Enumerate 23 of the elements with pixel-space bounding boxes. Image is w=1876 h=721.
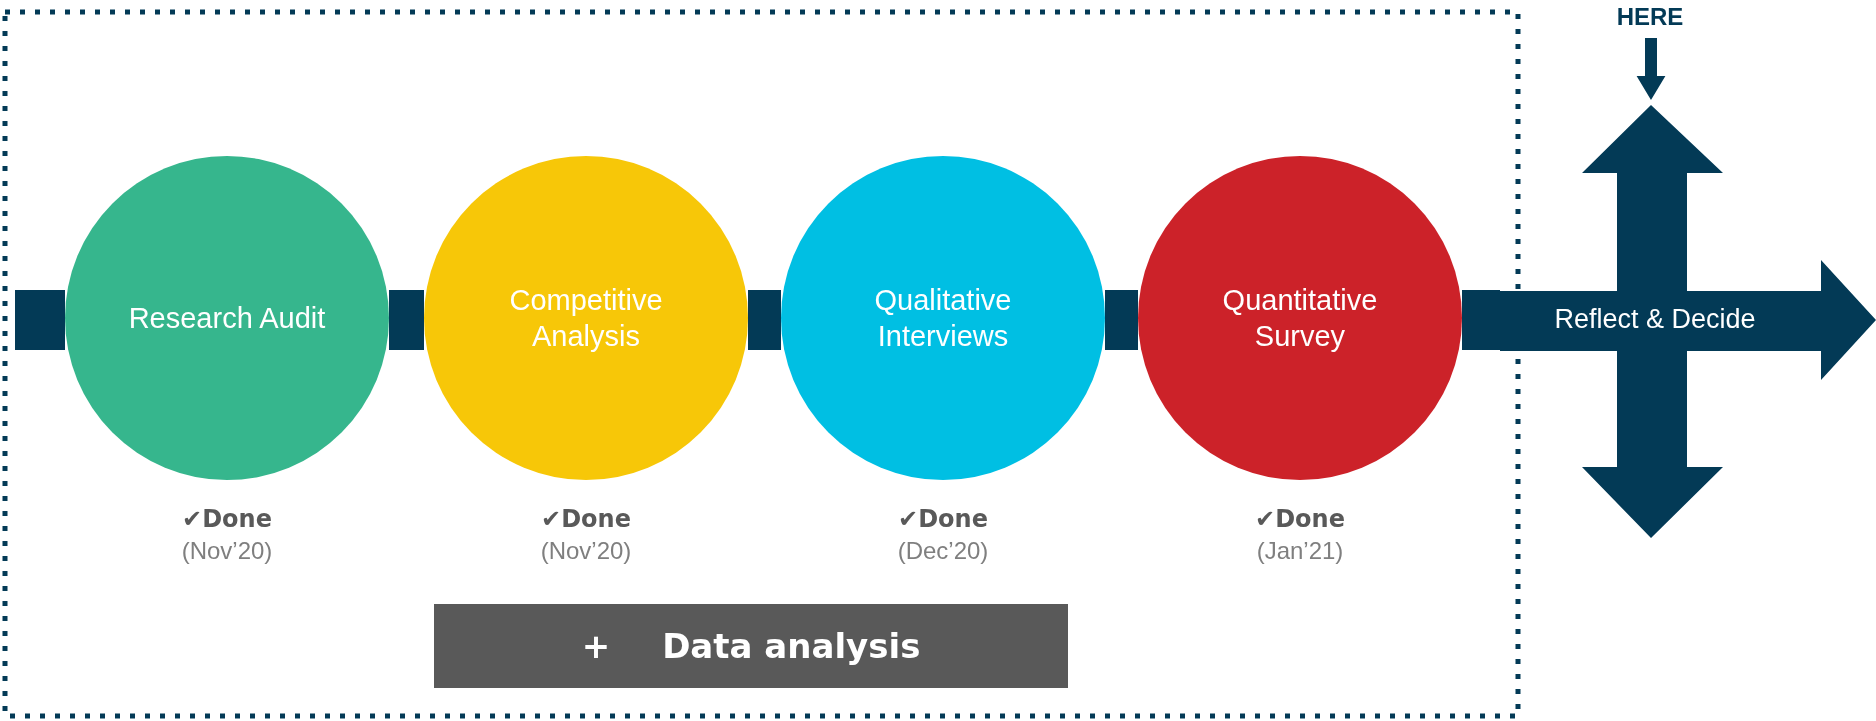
banner-text: +: [581, 626, 611, 666]
status-text: ✔Done: [898, 505, 988, 533]
date-text: (Dec’20): [897, 537, 989, 565]
banner-text: Data analysis: [662, 626, 921, 666]
step-label: Reflect & Decide: [1553, 304, 1757, 335]
date-text: (Jan’21): [1256, 537, 1344, 565]
step-label: Quantitative Survey: [1221, 282, 1379, 354]
connector-bar: [1105, 290, 1138, 350]
step-label: HERE: [1616, 3, 1684, 31]
status-text: ✔Done: [182, 505, 272, 533]
connector-bar: [1462, 290, 1500, 350]
status-text: ✔Done: [541, 505, 631, 533]
connector-bar: [15, 290, 65, 350]
connector-bar: [389, 290, 424, 350]
status-text: ✔Done: [1255, 505, 1345, 533]
date-text: (Nov’20): [181, 537, 273, 565]
date-text: (Nov’20): [540, 537, 632, 565]
connector-bar: [748, 290, 781, 350]
banner: [434, 604, 1068, 688]
arrow: [1636, 38, 1666, 100]
step-label: Competitive Analysis: [508, 282, 664, 354]
step-label: Qualitative Interviews: [873, 282, 1013, 354]
step-label: Research Audit: [127, 300, 327, 336]
